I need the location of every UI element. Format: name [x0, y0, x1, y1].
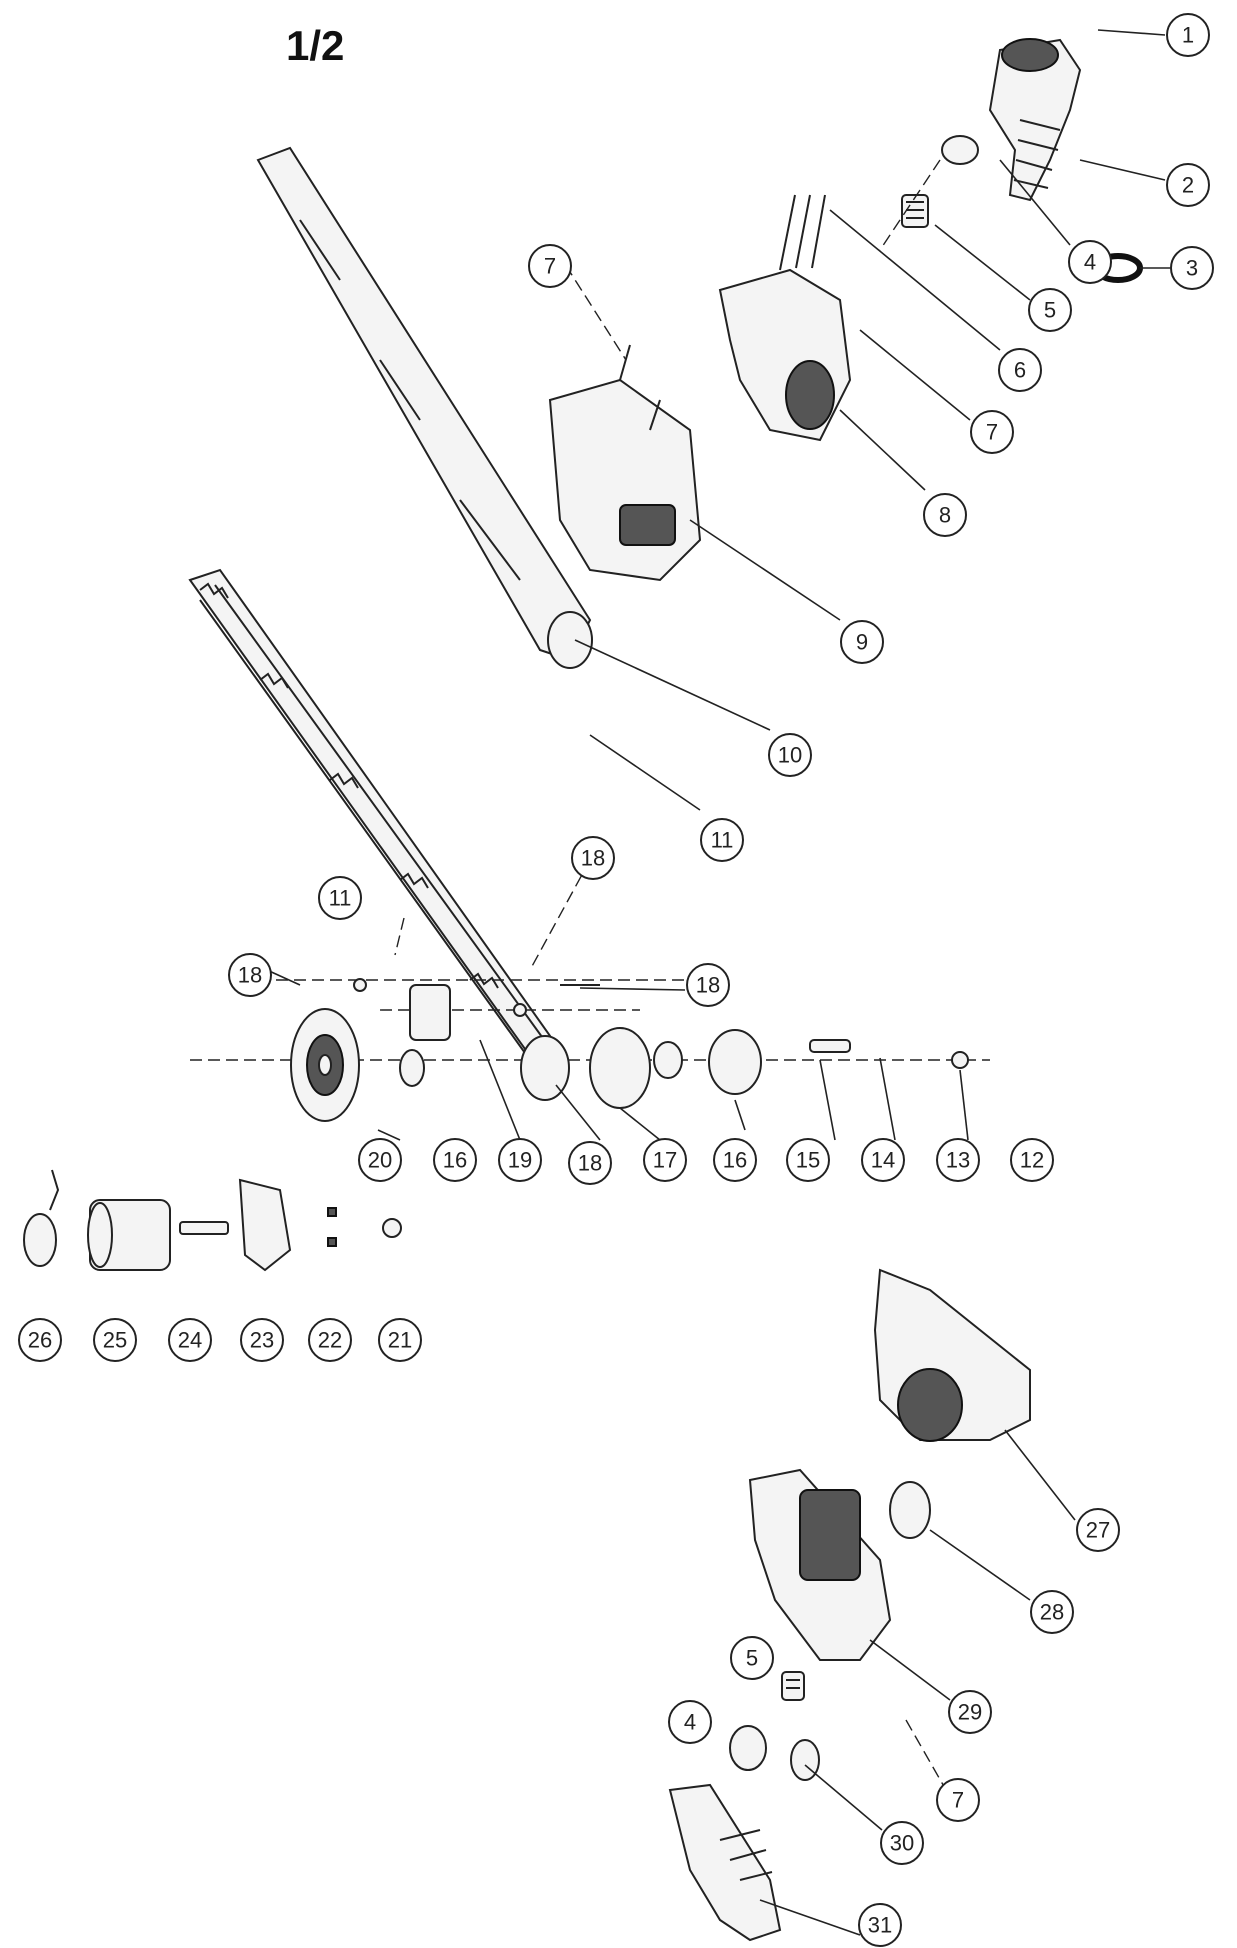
svg-text:1: 1: [1182, 23, 1194, 48]
callout-19: 19: [498, 1138, 542, 1182]
front-handle-part: [718, 194, 852, 442]
callout-1: 1: [1166, 13, 1210, 57]
svg-text:5: 5: [746, 1646, 758, 1671]
gear-part: [290, 1008, 360, 1122]
callout-4: 4: [1068, 240, 1112, 284]
callout-16-b: 16: [713, 1138, 757, 1182]
svg-text:24: 24: [178, 1328, 202, 1353]
svg-text:7: 7: [952, 1788, 964, 1813]
callout-26: 26: [18, 1318, 62, 1362]
callout-18-d: 18: [568, 1141, 612, 1185]
svg-text:14: 14: [871, 1148, 895, 1173]
svg-text:9: 9: [856, 630, 868, 655]
svg-text:26: 26: [28, 1328, 52, 1353]
callout-28: 28: [1030, 1590, 1074, 1634]
svg-text:4: 4: [684, 1710, 696, 1735]
callout-7-b: 7: [970, 410, 1014, 454]
svg-text:7: 7: [544, 254, 556, 279]
callout-5: 5: [1028, 288, 1072, 332]
svg-text:5: 5: [1044, 298, 1056, 323]
callout-13: 13: [936, 1138, 980, 1182]
callout-12: 12: [1010, 1138, 1054, 1182]
callout-25: 25: [93, 1318, 137, 1362]
svg-text:8: 8: [939, 503, 951, 528]
rear-handle-part: [988, 38, 1082, 202]
svg-text:2: 2: [1182, 173, 1194, 198]
svg-text:21: 21: [388, 1328, 412, 1353]
callout-22: 22: [308, 1318, 352, 1362]
callout-17: 17: [643, 1138, 687, 1182]
svg-text:16: 16: [723, 1148, 747, 1173]
svg-text:28: 28: [1040, 1600, 1064, 1625]
callout-27: 27: [1076, 1508, 1120, 1552]
handle-cover-part: [748, 1468, 892, 1661]
svg-text:12: 12: [1020, 1148, 1044, 1173]
callout-8: 8: [923, 493, 967, 537]
svg-text:29: 29: [958, 1700, 982, 1725]
lower-small-parts: [729, 1671, 820, 1781]
callout-9: 9: [840, 620, 884, 664]
callout-6: 6: [998, 348, 1042, 392]
page-label: 1/2: [286, 22, 345, 69]
svg-text:11: 11: [711, 828, 734, 853]
svg-text:20: 20: [368, 1148, 392, 1173]
callout-21: 21: [378, 1318, 422, 1362]
svg-text:22: 22: [318, 1328, 342, 1353]
svg-text:31: 31: [868, 1913, 892, 1938]
handle-insert-part: [889, 1481, 931, 1539]
svg-text:23: 23: [250, 1328, 274, 1353]
svg-text:18: 18: [696, 973, 720, 998]
svg-text:11: 11: [329, 886, 352, 911]
motor-parts: [23, 1169, 402, 1272]
callout-7-a: 7: [528, 244, 572, 288]
callout-15: 15: [786, 1138, 830, 1182]
callout-30: 30: [880, 1821, 924, 1865]
callout-11-a: 11: [700, 818, 744, 862]
callout-11-b: 11: [318, 876, 362, 920]
svg-text:13: 13: [946, 1148, 970, 1173]
svg-text:18: 18: [238, 963, 262, 988]
handle-housing-part: [873, 1268, 1031, 1442]
svg-text:6: 6: [1014, 358, 1026, 383]
small-gear-parts: [353, 978, 969, 1109]
callout-23: 23: [240, 1318, 284, 1362]
blade-cover-part: [256, 146, 593, 669]
blade-part: [188, 568, 562, 1072]
svg-text:18: 18: [581, 846, 605, 871]
collar-part: [901, 135, 979, 228]
svg-text:7: 7: [986, 420, 998, 445]
callout-18-b: 18: [228, 953, 272, 997]
motor-housing-part: [548, 344, 702, 582]
callout-20: 20: [358, 1138, 402, 1182]
svg-text:18: 18: [578, 1151, 602, 1176]
svg-text:25: 25: [103, 1328, 127, 1353]
svg-text:27: 27: [1086, 1518, 1110, 1543]
callout-18-c: 18: [686, 963, 730, 1007]
callout-2: 2: [1166, 163, 1210, 207]
svg-text:10: 10: [778, 743, 802, 768]
svg-text:16: 16: [443, 1148, 467, 1173]
leader-lines: [255, 29, 1170, 1936]
svg-text:3: 3: [1186, 256, 1198, 281]
callout-7-c: 7: [936, 1778, 980, 1822]
callout-18-a: 18: [571, 836, 615, 880]
callout-31: 31: [858, 1903, 902, 1947]
svg-text:17: 17: [653, 1148, 677, 1173]
callout-3: 3: [1170, 246, 1214, 290]
svg-text:30: 30: [890, 1831, 914, 1856]
lower-handle-part: [668, 1783, 782, 1942]
svg-text:4: 4: [1084, 250, 1096, 275]
callout-5-b: 5: [730, 1636, 774, 1680]
svg-text:19: 19: [508, 1148, 532, 1173]
svg-text:15: 15: [796, 1148, 820, 1173]
callout-29: 29: [948, 1690, 992, 1734]
callout-24: 24: [168, 1318, 212, 1362]
callout-14: 14: [861, 1138, 905, 1182]
callout-4-b: 4: [668, 1700, 712, 1744]
callout-16-a: 16: [433, 1138, 477, 1182]
callout-10: 10: [768, 733, 812, 777]
